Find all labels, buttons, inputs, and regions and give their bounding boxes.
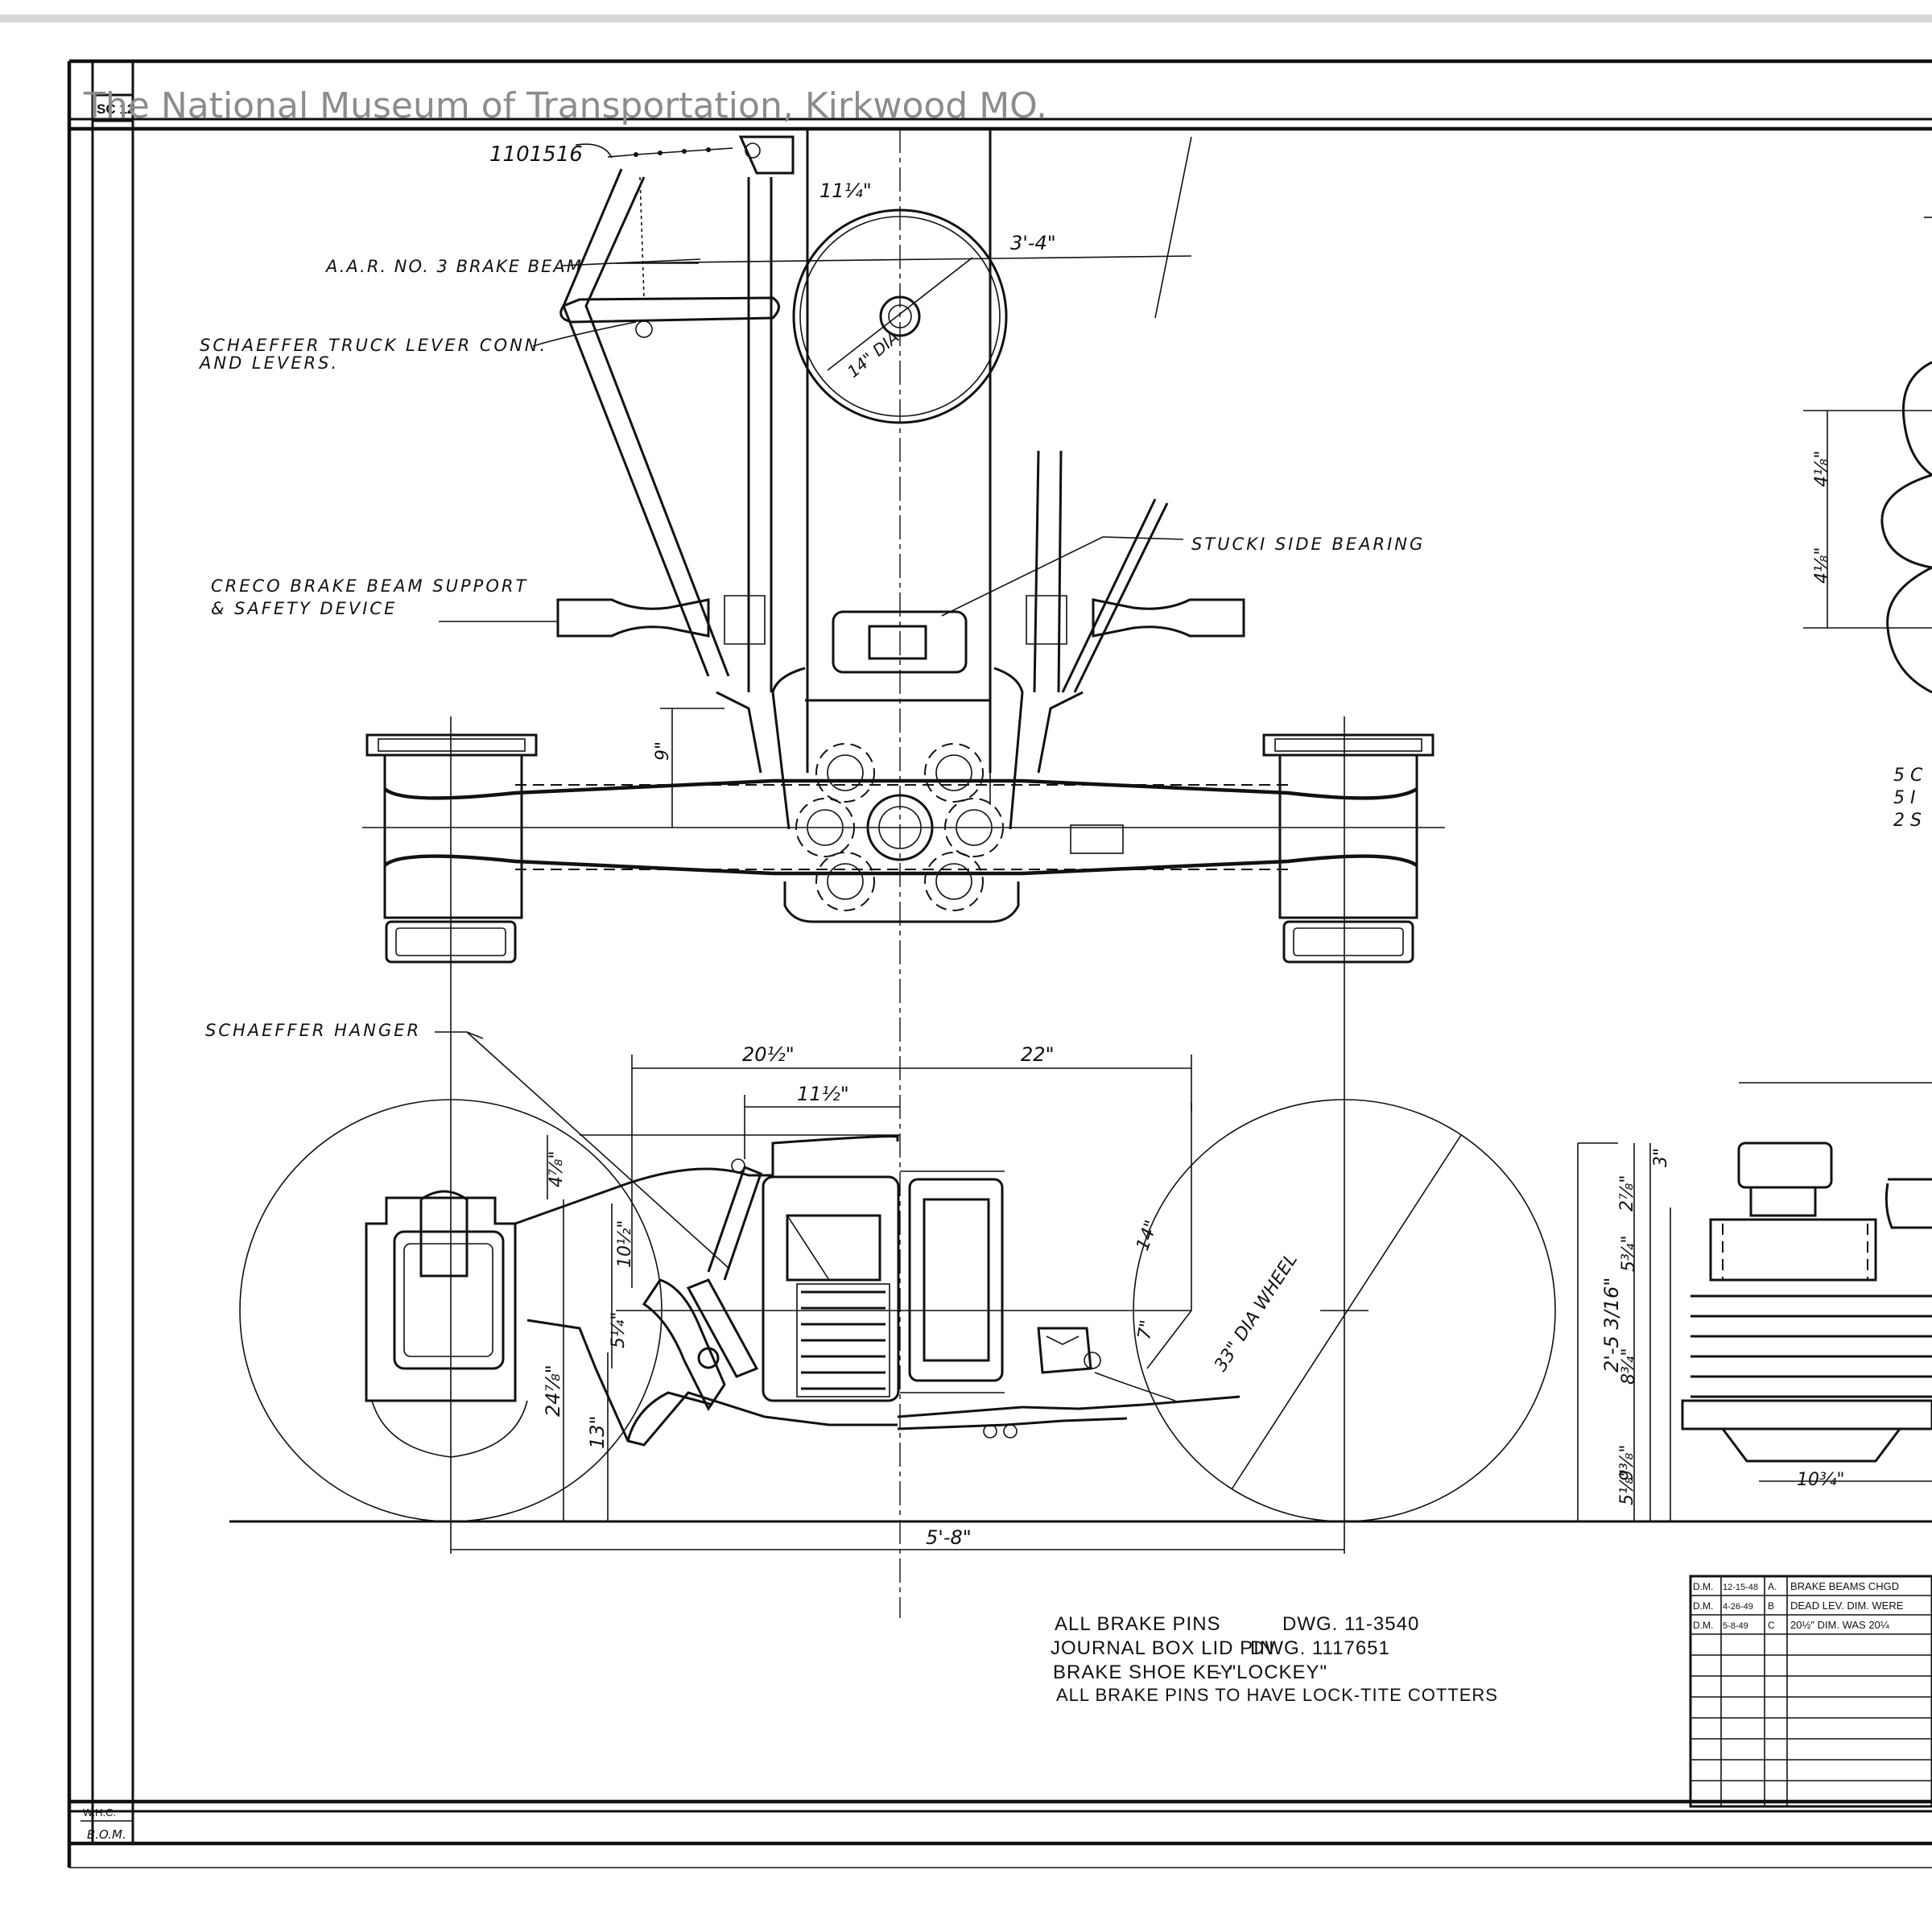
right-partial-view xyxy=(1803,217,1932,694)
dim-24-7-8: 24⅞" xyxy=(542,1364,564,1417)
dim-3-4: 3'-4" xyxy=(1010,232,1056,254)
dim-4-1-8-b: 4⅛" xyxy=(1812,547,1832,584)
springs-right xyxy=(1690,1294,1932,1398)
dim-11-half: 11½" xyxy=(797,1083,849,1105)
label-wheel-dia: 33" DIA WHEEL xyxy=(1211,1250,1302,1375)
svg-text:20½" DIM. WAS 20¼: 20½" DIM. WAS 20¼ xyxy=(1790,1619,1889,1631)
svg-text:4-26-49: 4-26-49 xyxy=(1723,1602,1753,1612)
right-edge-fragments: 5 C 5 I 2 S xyxy=(1893,766,1923,831)
dim-20-half: 20½" xyxy=(742,1043,795,1066)
drawing-border xyxy=(67,59,1932,1868)
side-elevation xyxy=(229,716,1932,1554)
springs-left xyxy=(796,1283,890,1397)
sheet-code-box: SC 12 xyxy=(91,93,134,122)
revision-row-b: D.M. 4-26-49 B DEAD LEV. DIM. WERE xyxy=(1693,1600,1904,1612)
revision-row-c: D.M. 5-8-49 C 20½" DIM. WAS 20¼ xyxy=(1693,1619,1889,1631)
revision-row-a: D.M. 12-15-48 A. BRAKE BEAMS CHGD xyxy=(1693,1580,1899,1592)
plan-view xyxy=(362,129,1445,1618)
end-view xyxy=(1577,1082,1932,1521)
label-brake-beam: A.A.R. NO. 3 BRAKE BEAM xyxy=(324,257,583,276)
note-3-item: BRAKE SHOE KEY xyxy=(1053,1662,1234,1683)
fragment-3: 2 S xyxy=(1893,811,1922,831)
dim-5-8: 5'-8" xyxy=(926,1526,972,1549)
dim-8-3-4: 8¾" xyxy=(1619,1348,1639,1385)
dim-13: 13" xyxy=(586,1415,609,1449)
sheet-code: SC 12 xyxy=(97,101,134,117)
initials-2: B.O.M. xyxy=(87,1827,126,1842)
leader-lines xyxy=(435,143,1184,1269)
revision-table: D.M. 12-15-48 A. BRAKE BEAMS CHGD D.M. 4… xyxy=(1689,1575,1932,1808)
dim-22: 22" xyxy=(1021,1043,1055,1066)
svg-text:BRAKE BEAMS CHGD: BRAKE BEAMS CHGD xyxy=(1790,1580,1899,1592)
dimension-labels: 11¼" 3'-4" 9" 20½" 22" 11½" 4⅞" 14" 10½"… xyxy=(542,180,1844,1549)
dim-5-3-4: 5¾" xyxy=(1619,1236,1639,1272)
dim-3: 3" xyxy=(1651,1148,1671,1167)
svg-text:DEAD LEV. DIM. WERE: DEAD LEV. DIM. WERE xyxy=(1790,1600,1904,1612)
note-1-item: ALL BRAKE PINS xyxy=(1055,1613,1221,1635)
dim-14: 14" xyxy=(1133,1218,1162,1253)
note-2-ref: DWG. 1117651 xyxy=(1250,1637,1390,1659)
dim-7: 7" xyxy=(1134,1319,1158,1341)
dim-4-7-8: 4⅞" xyxy=(547,1151,567,1187)
label-part-no: 1101516 xyxy=(489,142,583,167)
initials-box: W.H.C. B.O.M. xyxy=(80,1806,133,1842)
fragment-1: 5 C xyxy=(1893,766,1923,786)
dim-5-1-8: 5⅛" xyxy=(1617,1469,1637,1505)
general-notes: ALL BRAKE PINS DWG. 11-3540 JOURNAL BOX … xyxy=(1051,1613,1498,1705)
note-4-item: ALL BRAKE PINS TO HAVE LOCK-TITE COTTERS xyxy=(1056,1685,1498,1705)
note-3-ref: - "LOCKEY" xyxy=(1216,1662,1327,1683)
brake-cylinder-circle xyxy=(792,208,1008,424)
svg-text:C: C xyxy=(1768,1620,1775,1631)
fragment-2: 5 I xyxy=(1893,788,1915,808)
label-creco-2: & SAFETY DEVICE xyxy=(211,599,397,618)
dim-9: 9" xyxy=(653,741,673,761)
svg-text:D.M.: D.M. xyxy=(1693,1581,1713,1592)
svg-text:A.: A. xyxy=(1768,1581,1777,1592)
svg-text:B: B xyxy=(1768,1600,1774,1612)
dim-5-quarter: 5¼" xyxy=(609,1312,629,1348)
dim-11-quarter: 11¼" xyxy=(819,180,872,202)
svg-text:5-8-49: 5-8-49 xyxy=(1723,1621,1748,1631)
label-stucki: STUCKI SIDE BEARING xyxy=(1191,535,1425,554)
dim-9-3-8: 9⅜" xyxy=(1617,1445,1637,1481)
note-1-ref: DWG. 11-3540 xyxy=(1282,1613,1419,1635)
label-truck-lever-1: SCHAEFFER TRUCK LEVER CONN. xyxy=(200,336,547,355)
part-labels: 1101516 A.A.R. NO. 3 BRAKE BEAM SCHAEFFE… xyxy=(198,142,1425,1375)
dim-2-5: 2'-5 3/16" xyxy=(1600,1278,1623,1373)
scan-edge xyxy=(0,14,1932,23)
dim-10-half: 10½" xyxy=(615,1220,635,1268)
svg-text:D.M.: D.M. xyxy=(1693,1620,1713,1631)
label-truck-lever-2: AND LEVERS. xyxy=(198,353,339,373)
initials-1: W.H.C. xyxy=(83,1806,116,1818)
dim-2-7-8: 2⅞" xyxy=(1617,1175,1637,1212)
svg-text:D.M.: D.M. xyxy=(1693,1600,1713,1612)
label-hanger: SCHAEFFER HANGER xyxy=(205,1021,421,1040)
svg-text:12-15-48: 12-15-48 xyxy=(1723,1583,1758,1592)
label-creco-1: CRECO BRAKE BEAM SUPPORT xyxy=(211,576,528,596)
elevation-dim-lines xyxy=(451,1055,1344,1550)
dim-4-1-8-a: 4⅛" xyxy=(1812,451,1832,487)
dim-10-3-4: 10¾" xyxy=(1797,1470,1844,1490)
note-2-item: JOURNAL BOX LID PIN xyxy=(1051,1637,1274,1659)
museum-watermark: The National Museum of Transportation, K… xyxy=(84,85,1048,126)
